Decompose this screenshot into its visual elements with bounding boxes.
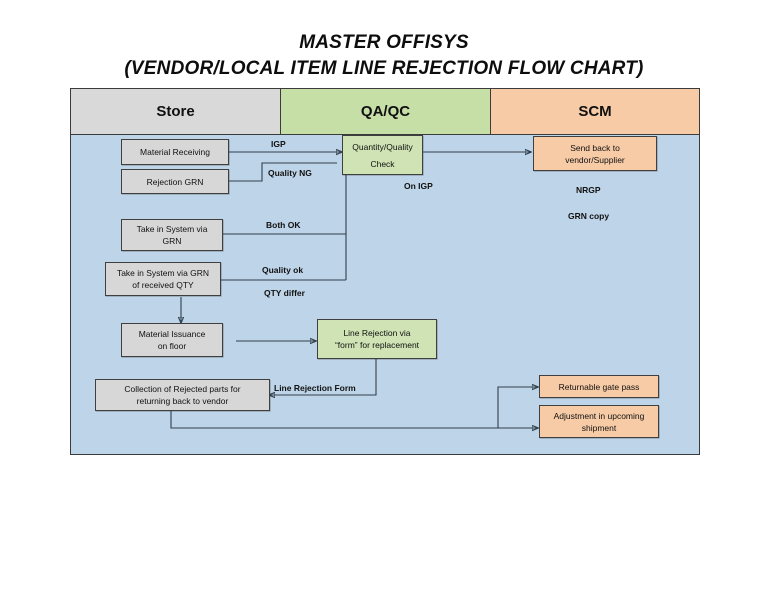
node-quantity-quality-check[interactable]: Quantity/Quality Check bbox=[342, 135, 423, 175]
flowchart-frame: Store QA/QC SCM bbox=[70, 88, 700, 455]
chart-title: MASTER OFFISYS (VENDOR/LOCAL ITEM LINE R… bbox=[0, 30, 768, 82]
node-line-rejection-form[interactable]: Line Rejection via “form” for replacemen… bbox=[317, 319, 437, 359]
edge-label-igp: IGP bbox=[271, 139, 286, 149]
node-take-in-system-qty[interactable]: Take in System via GRN of received QTY bbox=[105, 262, 221, 296]
node-rejection-grn[interactable]: Rejection GRN bbox=[121, 169, 229, 194]
edge-label-on-igp: On IGP bbox=[404, 181, 433, 191]
node-material-receiving[interactable]: Material Receiving bbox=[121, 139, 229, 165]
edge-label-both-ok: Both OK bbox=[266, 220, 301, 230]
edge-collection-to-adjustment bbox=[170, 411, 538, 428]
edge-label-quality-ng: Quality NG bbox=[268, 168, 312, 178]
title-line-2: (VENDOR/LOCAL ITEM LINE REJECTION FLOW C… bbox=[124, 58, 644, 79]
node-material-issuance[interactable]: Material Issuance on floor bbox=[121, 323, 223, 357]
swimlane-header-row: Store QA/QC SCM bbox=[71, 89, 699, 135]
edge-label-qty-differ: QTY differ bbox=[264, 288, 305, 298]
edge-label-nrgp: NRGP bbox=[576, 185, 601, 195]
flowchart-canvas: Material Receiving Rejection GRN Quantit… bbox=[71, 135, 699, 455]
swimlane-header-scm: SCM bbox=[491, 89, 699, 135]
node-adjustment-shipment[interactable]: Adjustment in upcoming shipment bbox=[539, 405, 659, 438]
edge-label-line-rejection-form: Line Rejection Form bbox=[274, 383, 356, 393]
node-collection-rejected-parts[interactable]: Collection of Rejected parts for returni… bbox=[95, 379, 270, 411]
node-send-back-to-vendor[interactable]: Send back to vendor/Supplier bbox=[533, 136, 657, 171]
node-take-in-system-grn[interactable]: Take in System via GRN bbox=[121, 219, 223, 251]
node-returnable-gate-pass[interactable]: Returnable gate pass bbox=[539, 375, 659, 398]
edge-label-quality-ok: Quality ok bbox=[262, 265, 304, 275]
edge-collection-to-returnable-gate-pass bbox=[497, 387, 538, 428]
swimlane-header-qaqc: QA/QC bbox=[281, 89, 491, 135]
swimlane-header-store: Store bbox=[71, 89, 281, 135]
title-line-1: MASTER OFFISYS bbox=[299, 32, 469, 53]
edge-label-grn-copy: GRN copy bbox=[568, 211, 610, 221]
